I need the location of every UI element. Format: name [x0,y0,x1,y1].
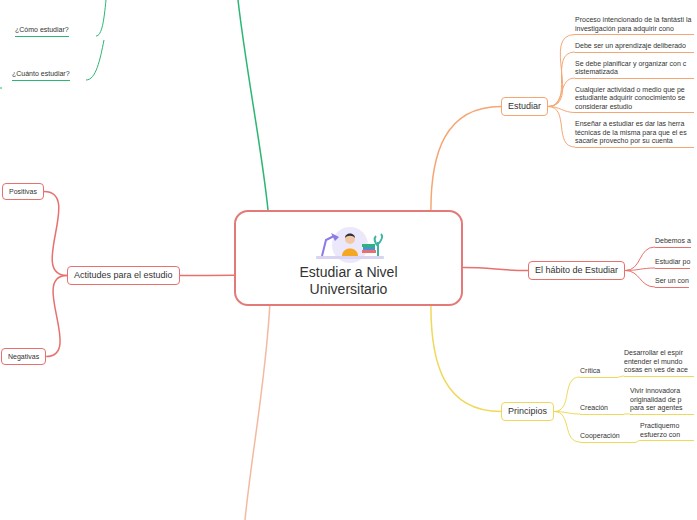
branch-note: Se debe planificar y organizar con c sis… [575,60,694,79]
topic-text: El hábito de Estudiar [535,265,618,276]
leader-line [0,88,2,89]
leader-line [548,35,575,107]
topic-box: Estudiar [501,97,548,116]
leader-line [96,0,106,36]
topic-box: Principios [501,402,554,421]
branch-note: Desarrollar el espír entender el mundo c… [624,349,694,377]
topic-text: Negativas [8,352,39,361]
branch-note: Debemos a [655,237,691,248]
branch-connector [463,268,528,271]
branch-connector [431,306,501,412]
branch-line [238,0,268,210]
topic-text: Estudiar [508,101,541,112]
leader-line [548,52,575,107]
leader-line [86,40,104,80]
branch-note: Practiquemo esfuerzo con [640,422,694,441]
leader-line [548,107,575,148]
branch-note: Creación [580,404,624,415]
central-topic: Estudiar a Nivel Universitario [234,210,463,306]
topic-box: Actitudes para el estudio [67,266,180,285]
branch-note: ¿Cuánto estudiar? [12,70,70,81]
branch-line [245,302,270,520]
student-illustration [312,224,388,264]
topic-text: Positivas [9,187,37,196]
leader-line [625,247,655,271]
topic-box: Negativas [1,348,46,365]
topic-text: Actitudes para el estudio [74,270,173,281]
leader-line [554,377,580,412]
topic-box: El hábito de Estudiar [528,261,625,280]
branch-connector [46,276,67,357]
branch-note: Crítica [580,367,618,378]
branch-note: Proceso intencionado de la fantásti la i… [575,16,694,35]
topic-text: Principios [508,406,547,417]
branch-note: Vivir innovadora originalidad de p para … [630,387,694,415]
branch-connector [44,192,67,276]
branch-note: Ser un con [655,277,689,288]
branch-connector [180,275,234,277]
branch-note: Estudiar po [655,258,690,269]
branch-connector [431,107,501,211]
branch-note: Enseñar a estudiar es dar las herra técn… [575,120,694,148]
branch-note: Cualquier actividad o medio que pe estud… [575,86,694,114]
branch-note: Debe ser un aprendizaje deliberado [575,42,694,53]
leader-line [625,271,655,288]
leader-line [554,412,580,443]
leader-line [548,78,575,107]
leader-line [625,268,655,271]
branch-note: Cooperación [580,432,636,443]
central-title: Estudiar a Nivel Universitario [279,264,419,298]
branch-note: ¿Cómo estudiar? [15,26,69,37]
topic-box: Positivas [2,183,44,200]
